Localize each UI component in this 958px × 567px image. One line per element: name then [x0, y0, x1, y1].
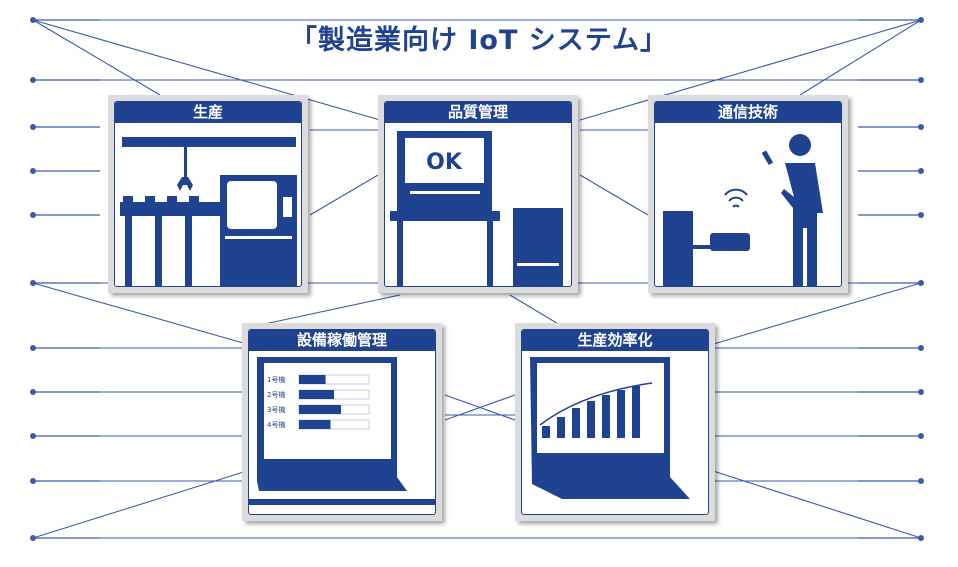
panel-label: 品質管理	[385, 102, 571, 123]
node-dot	[918, 168, 924, 174]
laptop-growth-chart-icon	[530, 357, 690, 499]
connector-line	[32, 469, 251, 539]
connector-line	[579, 174, 649, 216]
machine-label: 1号機	[267, 375, 285, 384]
panel-label: 生産効率化	[522, 330, 708, 351]
node-dot	[918, 212, 924, 218]
connector-line	[709, 469, 922, 539]
connector-line	[259, 294, 401, 326]
network-worker-icon	[663, 134, 823, 286]
connector-line	[309, 174, 379, 216]
panel-efficiency: 生産効率化	[515, 323, 715, 521]
panel-equipment: 設備稼働管理 1号機 2号機 3号機 4号機	[242, 323, 442, 521]
panel-label: 通信技術	[655, 102, 841, 123]
connector-line	[32, 19, 381, 121]
connector-line	[32, 282, 251, 346]
connector-line	[799, 19, 922, 96]
machine-label: 2号機	[267, 390, 285, 399]
connector-line	[579, 19, 922, 121]
connector-line	[709, 282, 922, 346]
node-dot	[30, 124, 36, 130]
node-dot	[30, 168, 36, 174]
connector-line	[32, 19, 161, 96]
utilization-bar-fill	[299, 390, 334, 399]
machine-label: 4号機	[267, 420, 285, 429]
node-dot	[30, 212, 36, 218]
utilization-bar-fill	[299, 405, 341, 414]
connector-line	[509, 294, 561, 326]
utilization-bar-fill	[299, 420, 331, 429]
ok-text: OK	[426, 150, 463, 175]
machine-label: 3号機	[267, 405, 285, 414]
utilization-bar-fill	[299, 375, 326, 384]
node-dot	[918, 124, 924, 130]
connector-line	[444, 394, 516, 421]
panel-communication: 通信技術	[648, 95, 848, 293]
factory-machine-icon	[120, 137, 297, 286]
panel-label: 設備稼働管理	[249, 330, 435, 351]
panel-quality: 品質管理 OK	[378, 95, 578, 293]
laptop-utilization-icon: 1号機 2号機 3号機 4号機	[249, 357, 435, 505]
panel-label: 生産	[115, 102, 301, 123]
panel-production: 生産	[108, 95, 308, 293]
inspection-monitor-icon: OK	[390, 131, 563, 286]
diagram-title: 「製造業向け IoT システム」	[289, 25, 668, 56]
